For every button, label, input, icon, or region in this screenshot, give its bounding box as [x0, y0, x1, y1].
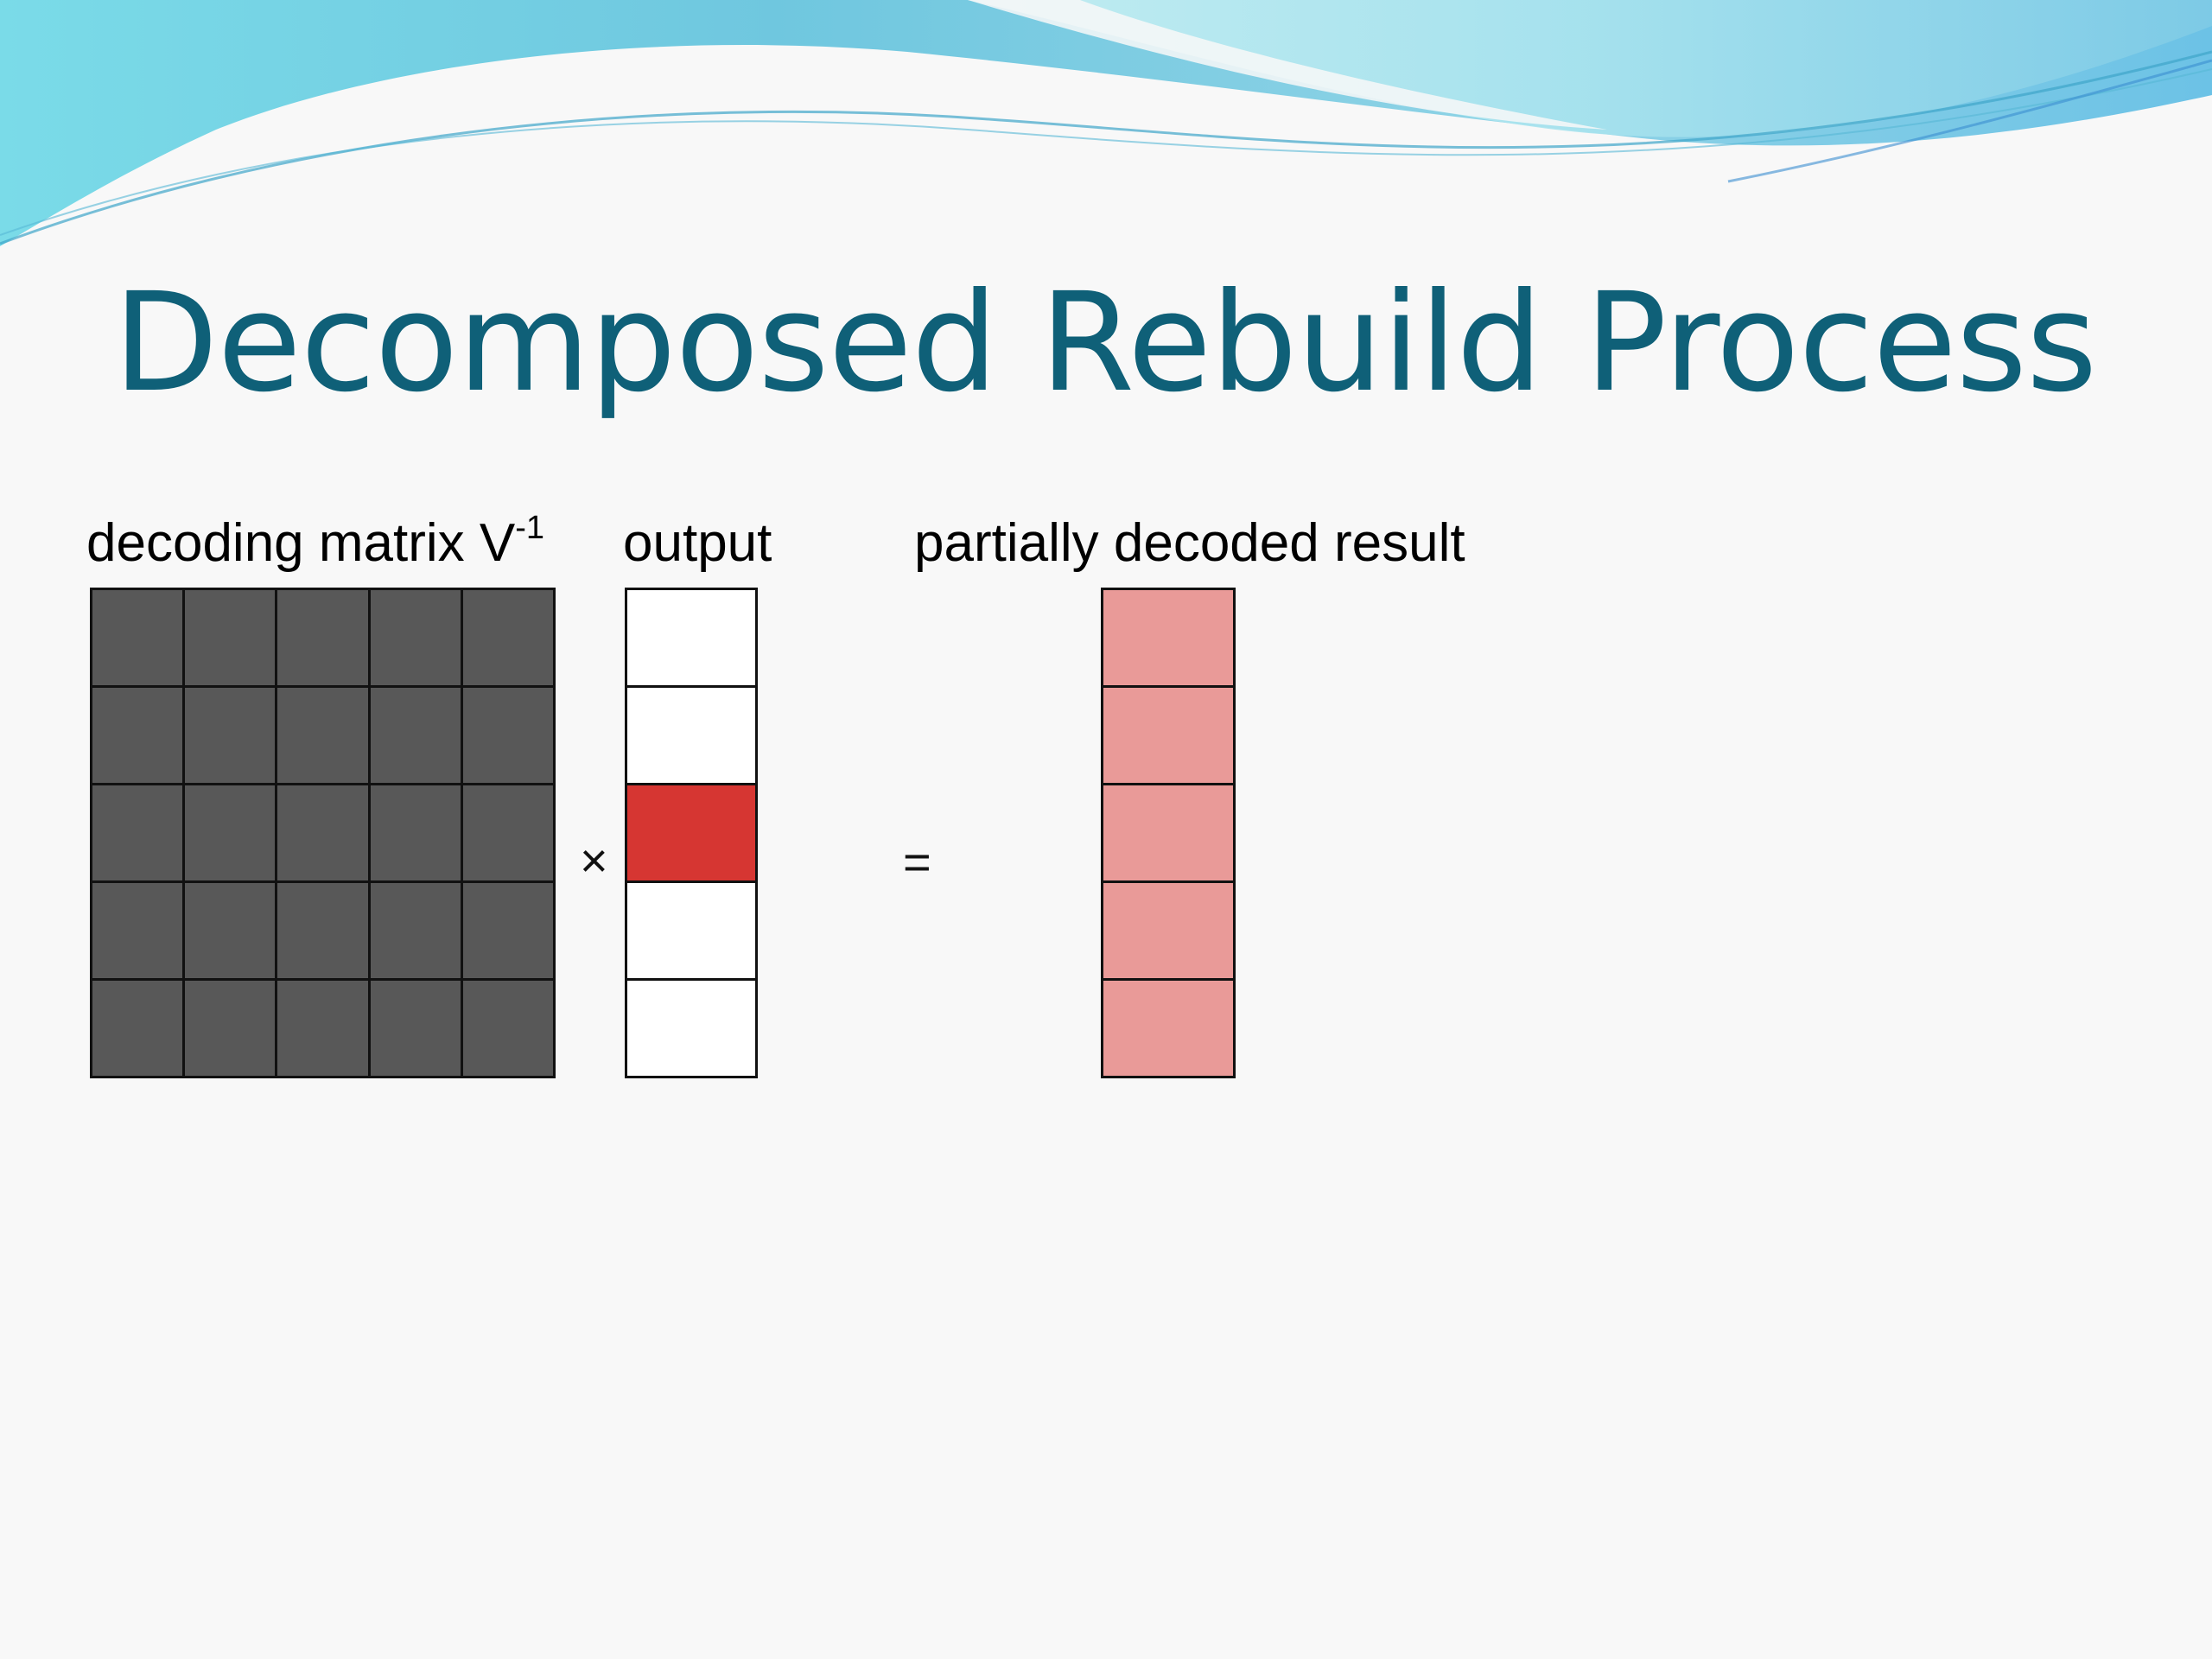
matrix-cell [92, 883, 186, 981]
decoding-matrix-grid [90, 588, 556, 1078]
matrix-cell [277, 590, 371, 688]
matrix-cell [462, 590, 556, 688]
matrix-cell [370, 590, 463, 688]
wave-line-3 [1727, 59, 2212, 183]
output-label: output [623, 513, 772, 573]
matrix-cell [277, 688, 371, 785]
wave-line-1 [0, 50, 2212, 245]
wave-header-decoration [0, 0, 2212, 246]
matrix-cell [92, 688, 186, 785]
result-vector-cell [1103, 883, 1236, 981]
matrix-cell [462, 883, 556, 981]
matrix-cell [185, 981, 278, 1078]
matrix-cell [277, 981, 371, 1078]
output-vector-cell [627, 883, 758, 981]
matrix-cell [92, 590, 186, 688]
wave-light-band [968, 0, 2212, 137]
output-vector-cell [627, 785, 758, 883]
matrix-cell [370, 688, 463, 785]
output-vector [625, 588, 758, 1078]
matrix-label-superscript: -1 [515, 510, 545, 546]
matrix-cell [185, 785, 278, 883]
matrix-cell [370, 883, 463, 981]
multiply-operator: × [580, 833, 608, 887]
output-vector-cell [627, 981, 758, 1078]
matrix-label-text: decoding matrix V [86, 513, 516, 573]
output-vector-cell [627, 590, 758, 688]
matrix-cell [462, 785, 556, 883]
matrix-cell [462, 688, 556, 785]
result-label: partially decoded result [914, 513, 1465, 573]
matrix-cell [92, 785, 186, 883]
wave-line-2 [0, 68, 2212, 236]
result-vector-cell [1103, 785, 1236, 883]
matrix-cell [185, 883, 278, 981]
result-vector-cell [1103, 688, 1236, 785]
matrix-cell [185, 688, 278, 785]
matrix-cell [370, 981, 463, 1078]
matrix-cell [462, 981, 556, 1078]
matrix-cell [277, 785, 371, 883]
output-vector-cell [627, 688, 758, 785]
slide-title: Decomposed Rebuild Process [113, 264, 2097, 423]
matrix-cell [370, 785, 463, 883]
matrix-cell [92, 981, 186, 1078]
result-vector [1101, 588, 1236, 1078]
equals-operator: = [903, 835, 931, 889]
wave-white-swoosh [968, 0, 1607, 130]
matrix-label: decoding matrix V-1 [86, 512, 544, 570]
matrix-cell [185, 590, 278, 688]
result-vector-cell [1103, 981, 1236, 1078]
result-vector-cell [1103, 590, 1236, 688]
matrix-cell [277, 883, 371, 981]
